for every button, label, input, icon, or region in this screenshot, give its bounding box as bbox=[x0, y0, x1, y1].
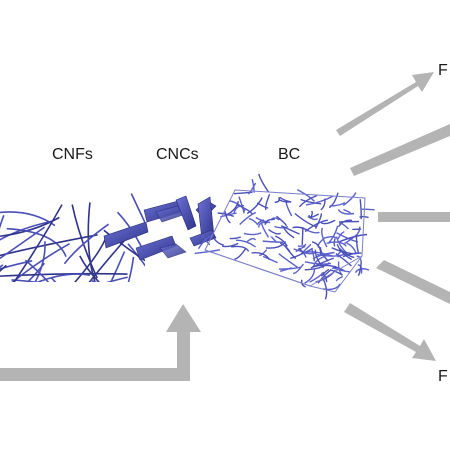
output-label-bottom: F bbox=[438, 368, 448, 385]
feedback-arrow-icon bbox=[0, 304, 201, 381]
bc-mesh-icon bbox=[194, 173, 375, 300]
cncs-label: CNCs bbox=[156, 146, 199, 163]
output-arrows bbox=[336, 72, 450, 361]
output-label-top: F bbox=[438, 62, 448, 79]
output-arrow-icon bbox=[344, 303, 436, 361]
cnfs-label: CNFs bbox=[52, 146, 93, 163]
output-arrow-icon bbox=[336, 72, 434, 136]
bc-label: BC bbox=[278, 146, 301, 163]
output-arrow-icon bbox=[378, 212, 450, 222]
output-arrow-icon bbox=[350, 124, 450, 176]
output-arrow-icon bbox=[376, 260, 450, 304]
cnc-crystals-icon bbox=[103, 195, 217, 261]
